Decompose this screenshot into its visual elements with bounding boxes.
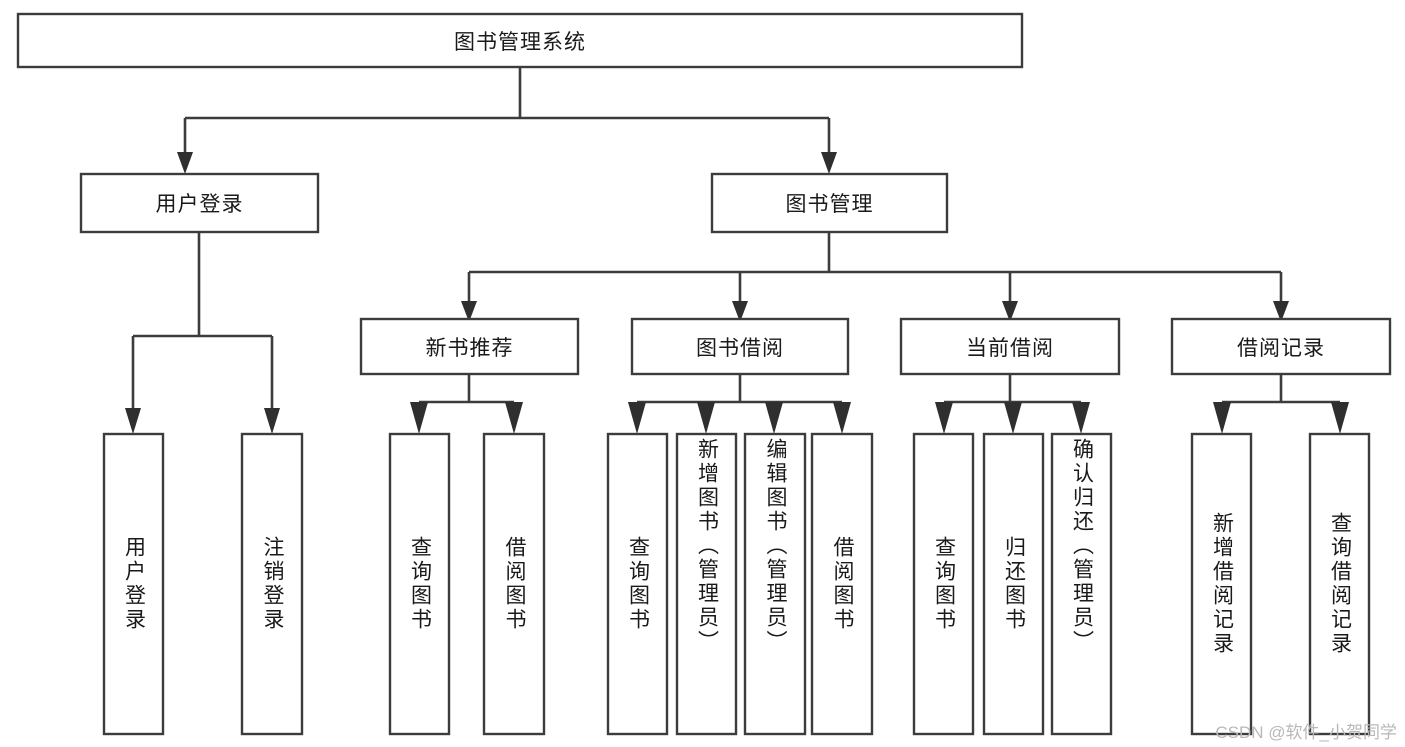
arrow-newbook-l2 bbox=[505, 402, 523, 434]
arrow-bookmgmt-c3 bbox=[1002, 301, 1018, 322]
arrow-bookmgmt-c4 bbox=[1273, 301, 1289, 322]
arrow-userlogin-leaf1 bbox=[125, 408, 141, 434]
arrow-borrow-l2 bbox=[697, 402, 715, 434]
node-borrow-record[interactable] bbox=[1170, 317, 1392, 376]
node-current-borrow[interactable] bbox=[899, 317, 1121, 376]
arrow-root-to-userlogin bbox=[177, 152, 193, 174]
leaf-current-borrow-2[interactable] bbox=[1050, 432, 1113, 736]
arrow-bookmgmt-c2 bbox=[732, 301, 748, 322]
leaf-new-book-0[interactable] bbox=[388, 432, 451, 736]
leaf-current-borrow-1[interactable] bbox=[982, 432, 1045, 736]
leaf-book-borrow-2[interactable] bbox=[743, 432, 807, 736]
node-book-management[interactable] bbox=[710, 172, 949, 234]
leaf-book-borrow-0[interactable] bbox=[606, 432, 669, 736]
node-root[interactable] bbox=[16, 12, 1024, 69]
leaf-borrow-record-0[interactable] bbox=[1190, 432, 1253, 736]
leaf-user-login-0[interactable] bbox=[102, 432, 165, 736]
arrow-userlogin-leaf2 bbox=[264, 408, 280, 434]
node-user-login[interactable] bbox=[79, 172, 320, 234]
connector-layer bbox=[125, 67, 1349, 434]
node-book-borrow[interactable] bbox=[630, 317, 850, 376]
arrow-record-l1 bbox=[1213, 402, 1231, 434]
box-layer bbox=[16, 12, 1392, 736]
arrow-newbook-l1 bbox=[410, 402, 428, 434]
arrow-current-l3 bbox=[1072, 402, 1090, 434]
leaf-user-login-1[interactable] bbox=[240, 432, 304, 736]
leaf-book-borrow-1[interactable] bbox=[675, 432, 738, 736]
leaf-borrow-record-1[interactable] bbox=[1308, 432, 1371, 736]
leaf-current-borrow-0[interactable] bbox=[912, 432, 975, 736]
arrow-borrow-l1 bbox=[628, 402, 646, 434]
arrow-current-l1 bbox=[935, 402, 953, 434]
arrow-borrow-l4 bbox=[833, 402, 851, 434]
arrow-root-to-bookmgmt bbox=[821, 152, 837, 174]
leaf-book-borrow-3[interactable] bbox=[810, 432, 874, 736]
arrow-record-l2 bbox=[1331, 402, 1349, 434]
arrow-current-l2 bbox=[1004, 402, 1022, 434]
leaf-new-book-1[interactable] bbox=[482, 432, 546, 736]
arrow-borrow-l3 bbox=[765, 402, 783, 434]
arrow-bookmgmt-c1 bbox=[461, 301, 477, 322]
node-new-book-recommend[interactable] bbox=[359, 317, 580, 376]
